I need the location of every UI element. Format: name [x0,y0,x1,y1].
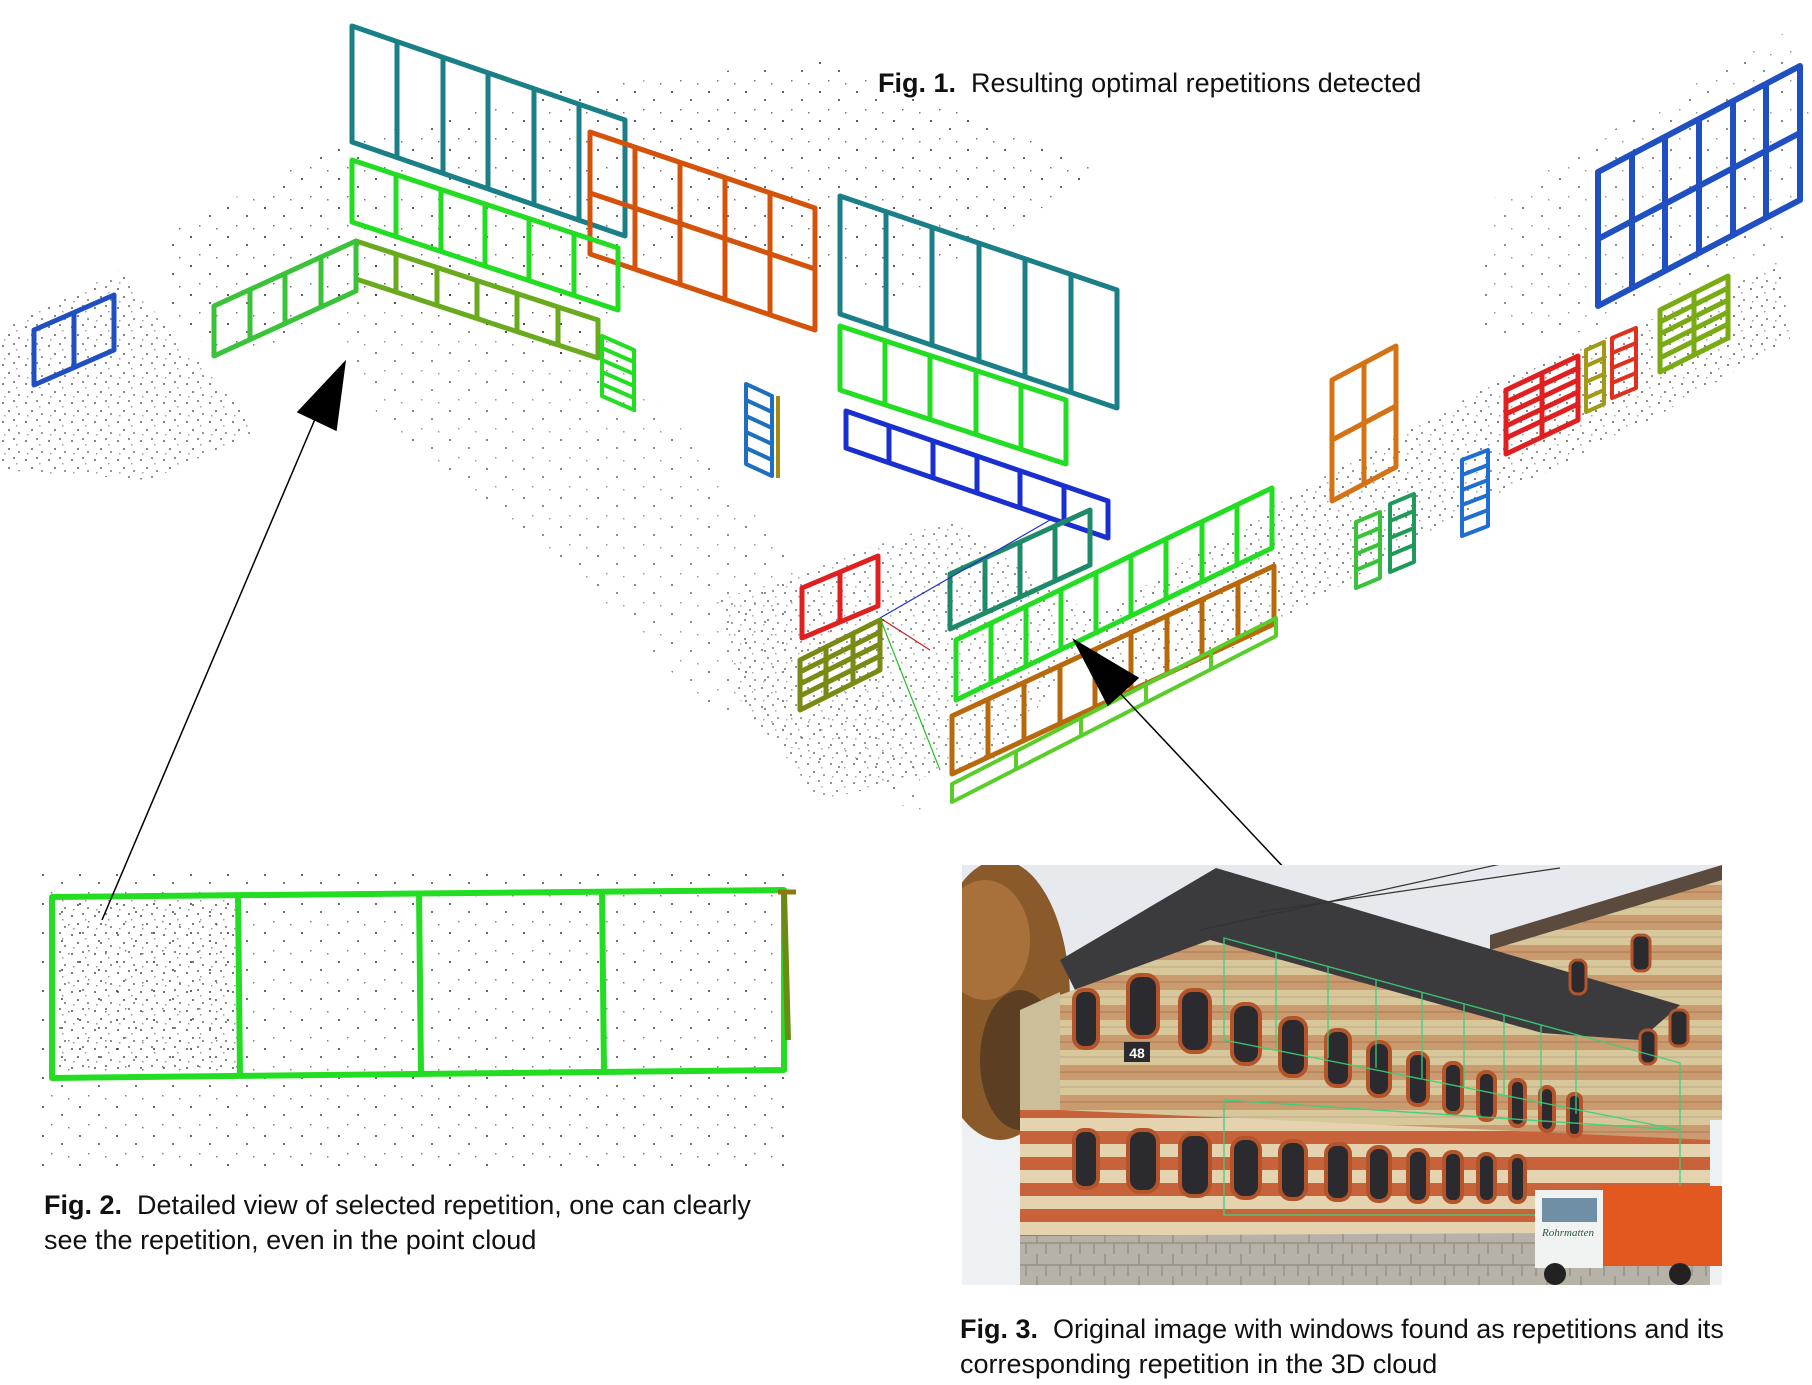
fig3-caption-label: Fig. 3. [960,1314,1039,1344]
repetition-teal-center [837,193,1120,411]
fig2-detail-view [38,870,796,1170]
arrow-head-left [296,359,347,432]
repetition-olive-ladder-right [1584,340,1606,414]
point-cloud [0,30,1810,820]
fig1-caption: Fig. 1. Resulting optimal repetitions de… [878,66,1421,101]
photo-truck: Rohrmatten [1535,1186,1722,1285]
arrow-head-right [1072,638,1140,707]
repetition-orange [587,129,818,333]
fig3-caption-text: Original image with windows found as rep… [960,1314,1724,1379]
repetition-grids [31,23,1803,804]
fig3-caption: Fig. 3. Original image with windows foun… [960,1312,1780,1382]
fig2-caption-label: Fig. 2. [44,1190,123,1220]
repetition-blue-left [31,292,117,388]
repetition-red-ladder-2 [1610,326,1638,400]
detail-adjacent-edge [781,891,791,1041]
repetition-blue-right [1595,63,1803,309]
repetition-green-long [953,485,1275,703]
repetition-blue-ladder [744,382,780,478]
truck-lettering: Rohrmatten [1541,1227,1594,1239]
repetition-teal-upper [349,23,628,239]
fig3-photograph: 48 Rohrmatten [962,865,1722,1285]
photo-windows-upper [1072,973,1583,1138]
repetition-blue-ladder-right [1460,448,1490,538]
repetition-green-ladder-right [1354,510,1382,590]
repetition-blue-band [843,408,1111,541]
repetition-green-ladder [600,334,636,412]
fig2-caption: Fig. 2. Detailed view of selected repeti… [44,1188,764,1258]
repetition-red-ladder [1503,353,1581,457]
axes-indicator [879,519,1051,771]
fig1-caption-label: Fig. 1. [878,68,957,98]
detail-repetition-frame [49,887,787,1081]
arrow-fig2-to-cloud [101,397,325,921]
repetition-green-thin [950,616,1278,804]
repetition-red-small [799,553,881,641]
repetition-green-ladder-right-2 [1388,492,1416,574]
repetition-green-left [349,157,621,313]
house-number: 48 [1129,1045,1145,1061]
repetition-green-center [837,323,1069,467]
repetition-yellowgreen-right [1657,273,1731,375]
fig2-caption-text: Detailed view of selected repetition, on… [44,1190,751,1255]
photo-windows-lower [1072,1128,1527,1204]
repetition-olive-block [797,617,883,713]
fig1-caption-text: Resulting optimal repetitions detected [971,68,1422,98]
repetition-orange-right [1329,343,1399,504]
repetition-green-side [211,238,359,359]
repetition-darkteal [947,507,1093,632]
